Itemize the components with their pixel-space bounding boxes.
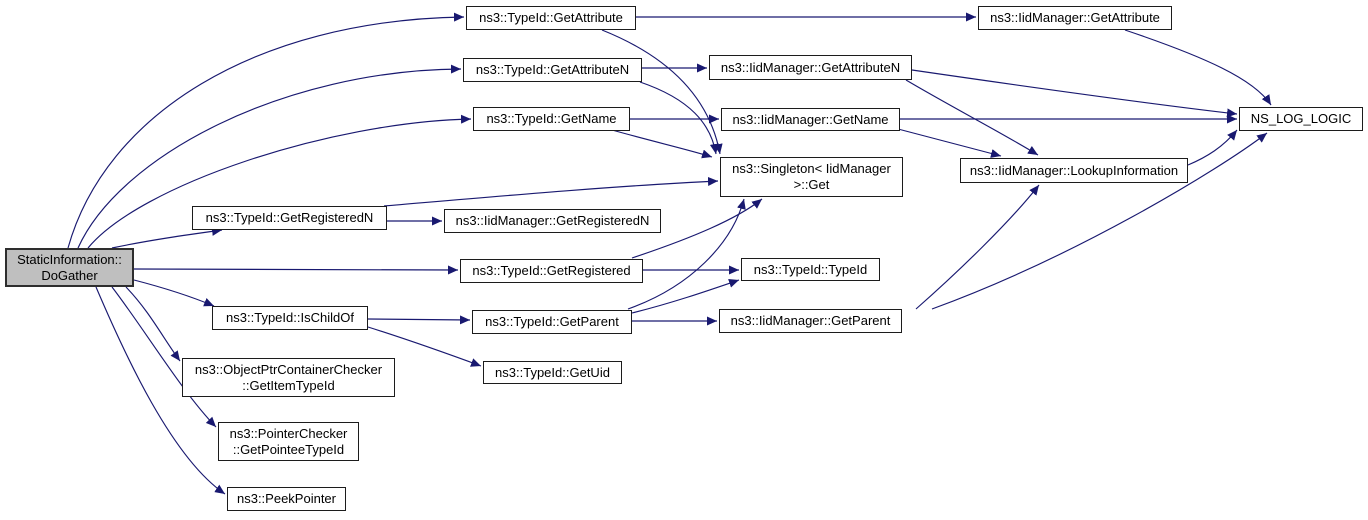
node-iid-getregisteredn[interactable]: ns3::IidManager::GetRegisteredN	[444, 209, 661, 233]
node-label: ns3::ObjectPtrContainerChecker	[194, 361, 383, 377]
node-label: ns3::TypeId::GetUid	[495, 364, 610, 380]
node-label: DoGather	[41, 267, 98, 283]
node-tid-getattributen[interactable]: ns3::TypeId::GetAttributeN	[463, 58, 642, 82]
node-label: ns3::Singleton< IidManager	[732, 161, 891, 177]
edge-dogather-to-optrcc-getitemtypeid	[125, 286, 181, 362]
edge-iid-lookupinformation-to-ns-log-logic	[1187, 129, 1238, 166]
node-dogather[interactable]: StaticInformation::DoGather	[5, 248, 134, 287]
node-label: ns3::TypeId::IsChildOf	[226, 310, 354, 326]
edge-tid-getparent-to-singleton-get	[627, 198, 746, 310]
edge-iid-getattributen-to-ns-log-logic	[911, 69, 1238, 118]
node-label: ns3::TypeId::GetRegisteredN	[205, 210, 374, 226]
edge-iid-getparent-to-iid-lookupinformation	[915, 184, 1040, 310]
edge-iid-getattribute-to-ns-log-logic	[1124, 29, 1272, 106]
node-singleton-get[interactable]: ns3::Singleton< IidManager>::Get	[720, 157, 903, 197]
node-tid-getuid[interactable]: ns3::TypeId::GetUid	[483, 361, 622, 384]
node-peekpointer[interactable]: ns3::PeekPointer	[227, 487, 346, 511]
node-tid-getparent[interactable]: ns3::TypeId::GetParent	[472, 310, 632, 334]
node-tid-ischildof[interactable]: ns3::TypeId::IsChildOf	[212, 306, 368, 330]
edge-iid-getparent-to-ns-log-logic	[931, 132, 1268, 310]
node-tid-typeid[interactable]: ns3::TypeId::TypeId	[741, 258, 880, 281]
node-tid-getregistered[interactable]: ns3::TypeId::GetRegistered	[460, 259, 643, 283]
edge-dogather-to-tid-ischildof	[133, 279, 215, 307]
node-label: ns3::TypeId::GetRegistered	[472, 263, 631, 279]
node-label: ns3::IidManager::GetAttribute	[990, 10, 1160, 26]
node-label: ns3::IidManager::GetName	[732, 111, 889, 127]
node-label: ns3::IidManager::GetRegisteredN	[455, 213, 650, 229]
node-label: ns3::TypeId::GetAttribute	[479, 10, 623, 26]
edge-dogather-to-tid-getregistered	[133, 265, 459, 275]
node-label: ns3::IidManager::LookupInformation	[969, 162, 1179, 178]
edge-dogather-to-ptrc-getpointeetypeid	[111, 286, 217, 428]
edge-tid-getparent-to-tid-typeid	[631, 278, 740, 314]
edge-tid-ischildof-to-tid-getuid	[367, 326, 482, 367]
node-label: ::GetItemTypeId	[242, 377, 335, 393]
edge-tid-getattributen-to-singleton-get	[639, 81, 719, 155]
edge-dogather-to-tid-getattributen	[77, 64, 462, 249]
node-label: StaticInformation::	[17, 251, 122, 267]
edge-dogather-to-tid-getname	[87, 114, 472, 249]
node-iid-lookupinformation[interactable]: ns3::IidManager::LookupInformation	[960, 158, 1188, 183]
node-label: ns3::IidManager::GetAttributeN	[720, 59, 901, 75]
node-ptrc-getpointeetypeid[interactable]: ns3::PointerChecker::GetPointeeTypeId	[218, 422, 359, 461]
edge-iid-getname-to-iid-lookupinformation	[897, 128, 1002, 158]
node-tid-getattribute[interactable]: ns3::TypeId::GetAttribute	[466, 6, 636, 30]
node-label: NS_LOG_LOGIC	[1250, 111, 1352, 127]
edge-tid-getname-to-singleton-get	[611, 129, 713, 159]
edge-tid-ischildof-to-tid-getparent	[367, 315, 471, 325]
node-ns-log-logic[interactable]: NS_LOG_LOGIC	[1239, 107, 1363, 131]
edge-tid-getregisteredn-to-singleton-get	[383, 176, 719, 207]
edge-tid-getattribute-to-singleton-get	[601, 29, 723, 155]
node-label: ::GetPointeeTypeId	[232, 441, 345, 457]
node-iid-getparent[interactable]: ns3::IidManager::GetParent	[719, 309, 902, 333]
edge-dogather-to-peekpointer	[95, 286, 226, 495]
node-label: ns3::IidManager::GetParent	[730, 313, 891, 329]
node-label: ns3::TypeId::GetAttributeN	[475, 62, 630, 78]
node-iid-getname[interactable]: ns3::IidManager::GetName	[721, 108, 900, 131]
node-iid-getattribute[interactable]: ns3::IidManager::GetAttribute	[978, 6, 1172, 30]
node-optrcc-getitemtypeid[interactable]: ns3::ObjectPtrContainerChecker::GetItemT…	[182, 358, 395, 397]
node-label: ns3::PeekPointer	[236, 491, 336, 507]
node-label: ns3::TypeId::GetParent	[485, 314, 619, 330]
edge-dogather-to-tid-getattribute	[67, 12, 465, 249]
node-label: ns3::TypeId::GetName	[486, 111, 617, 127]
node-tid-getname[interactable]: ns3::TypeId::GetName	[473, 107, 630, 131]
edge-dogather-to-tid-getregisteredn	[111, 226, 223, 249]
node-tid-getregisteredn[interactable]: ns3::TypeId::GetRegisteredN	[192, 206, 387, 230]
node-iid-getattributen[interactable]: ns3::IidManager::GetAttributeN	[709, 55, 912, 80]
node-label: ns3::PointerChecker	[229, 425, 348, 441]
edge-tid-getregistered-to-singleton-get	[631, 198, 763, 259]
node-label: ns3::TypeId::TypeId	[753, 261, 868, 277]
edge-iid-getattributen-to-iid-lookupinformation	[905, 79, 1039, 156]
node-label: >::Get	[793, 177, 830, 192]
